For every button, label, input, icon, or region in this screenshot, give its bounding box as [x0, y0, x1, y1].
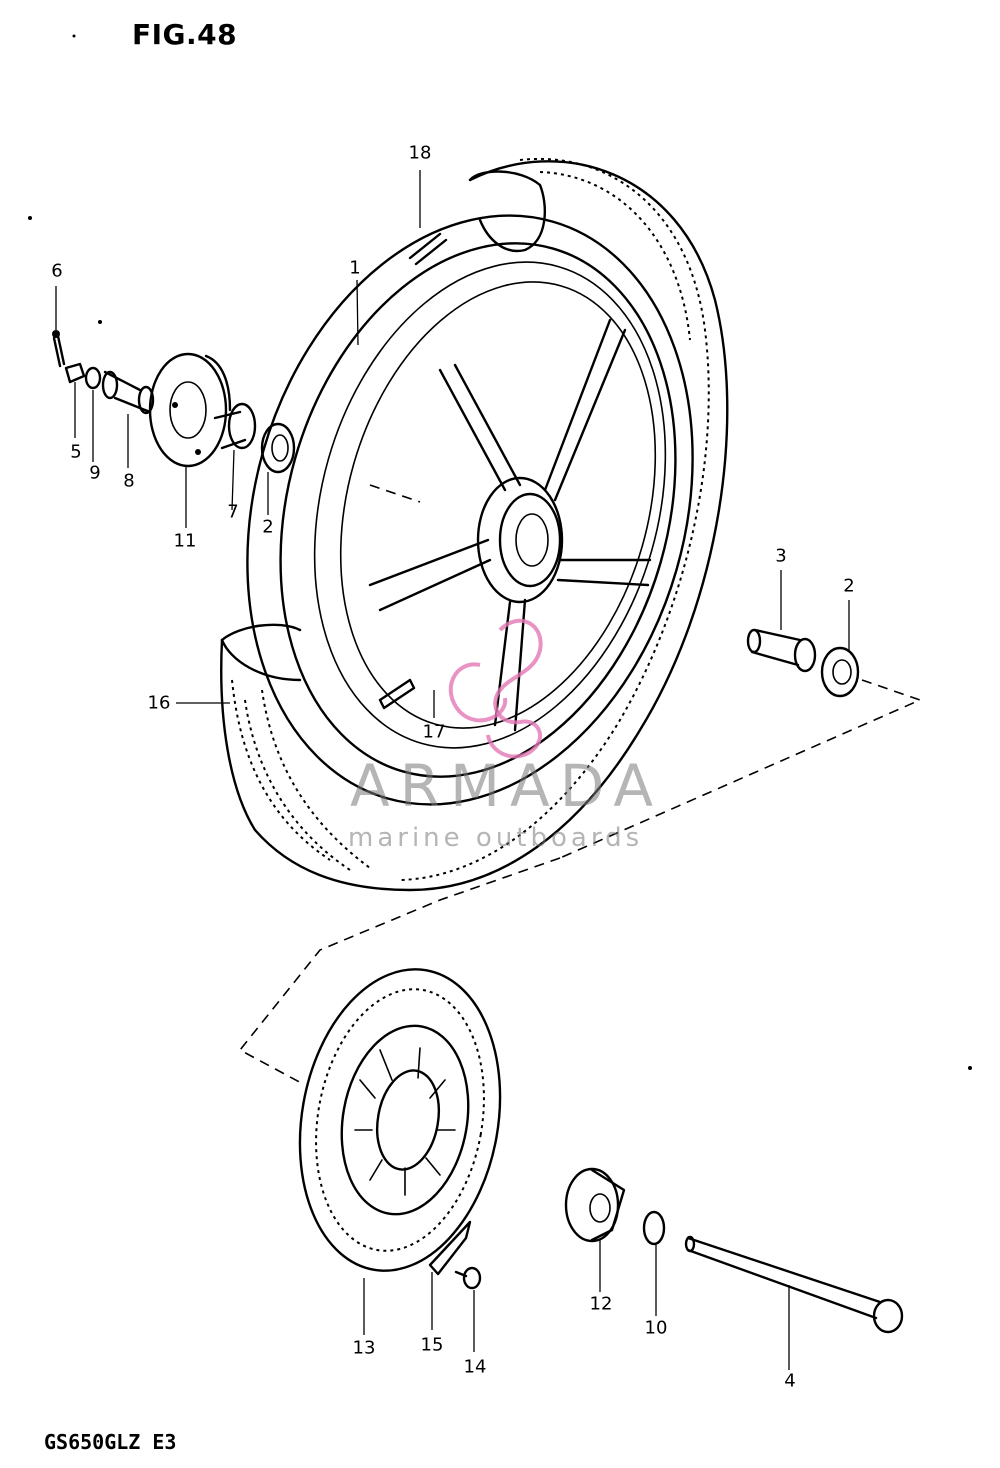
- brake-disc-part-13: [298, 968, 502, 1272]
- seahorse-logo-icon: [448, 618, 543, 759]
- callout-7: 7: [227, 501, 239, 523]
- model-code: GS650GLZ E3: [44, 1430, 177, 1454]
- callout-12: 12: [589, 1293, 613, 1315]
- callout-1: 1: [349, 257, 361, 279]
- balance-weight-part-18: [408, 232, 448, 266]
- spacer-part-7: [213, 402, 257, 450]
- valve-part-17: [378, 678, 416, 710]
- wheel-rim-part-1: [246, 214, 694, 806]
- callout-13: 13: [352, 1337, 376, 1359]
- watermark-tagline: marine outboards: [348, 823, 644, 853]
- bearing-part-2-left: [260, 422, 296, 474]
- callout-4: 4: [784, 1370, 796, 1392]
- callout-10: 10: [644, 1317, 668, 1339]
- callout-2-right: 2: [843, 575, 855, 597]
- figure-title: FIG.48: [132, 18, 238, 51]
- leader-lines: [55, 170, 850, 1370]
- callout-2-left: 2: [262, 516, 274, 538]
- nut-part-5: [64, 362, 86, 384]
- callout-8: 8: [123, 470, 135, 492]
- callout-6: 6: [51, 260, 63, 282]
- bolt-part-14: [454, 1266, 482, 1290]
- washer-part-10: [642, 1210, 666, 1246]
- callout-14: 14: [463, 1356, 487, 1378]
- callout-16: 16: [147, 692, 171, 714]
- callout-11: 11: [173, 530, 197, 552]
- callout-17: 17: [422, 721, 446, 743]
- speedometer-gearbox-part-11: [148, 352, 232, 468]
- tyre-part-16: [220, 157, 729, 892]
- callout-18: 18: [408, 142, 432, 164]
- spacer-part-8: [101, 370, 155, 415]
- lock-washer-part-15: [428, 1220, 472, 1276]
- axle-part-4: [684, 1235, 904, 1334]
- callout-9: 9: [89, 462, 101, 484]
- washer-part-9: [84, 366, 102, 390]
- watermark-brand: ARMADA: [350, 752, 664, 820]
- spacer-part-12: [564, 1167, 626, 1243]
- cotter-pin-part-6: [52, 330, 66, 368]
- bearing-part-2-right: [820, 646, 860, 698]
- callout-15: 15: [420, 1334, 444, 1356]
- callout-3: 3: [775, 545, 787, 567]
- spacer-part-3: [746, 628, 817, 673]
- callout-5: 5: [70, 441, 82, 463]
